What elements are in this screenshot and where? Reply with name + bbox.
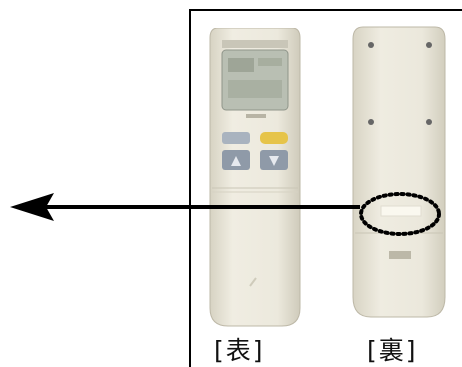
frame-left-border <box>189 9 191 367</box>
dotted-ellipse-icon <box>358 190 442 238</box>
caption-back: [裏] <box>367 336 418 365</box>
left-arrow-icon <box>10 192 360 222</box>
caption-front: [表] <box>214 336 265 365</box>
remote-front-photo <box>208 28 302 328</box>
frame-top-border <box>189 9 462 11</box>
remote-back-photo <box>351 25 447 321</box>
